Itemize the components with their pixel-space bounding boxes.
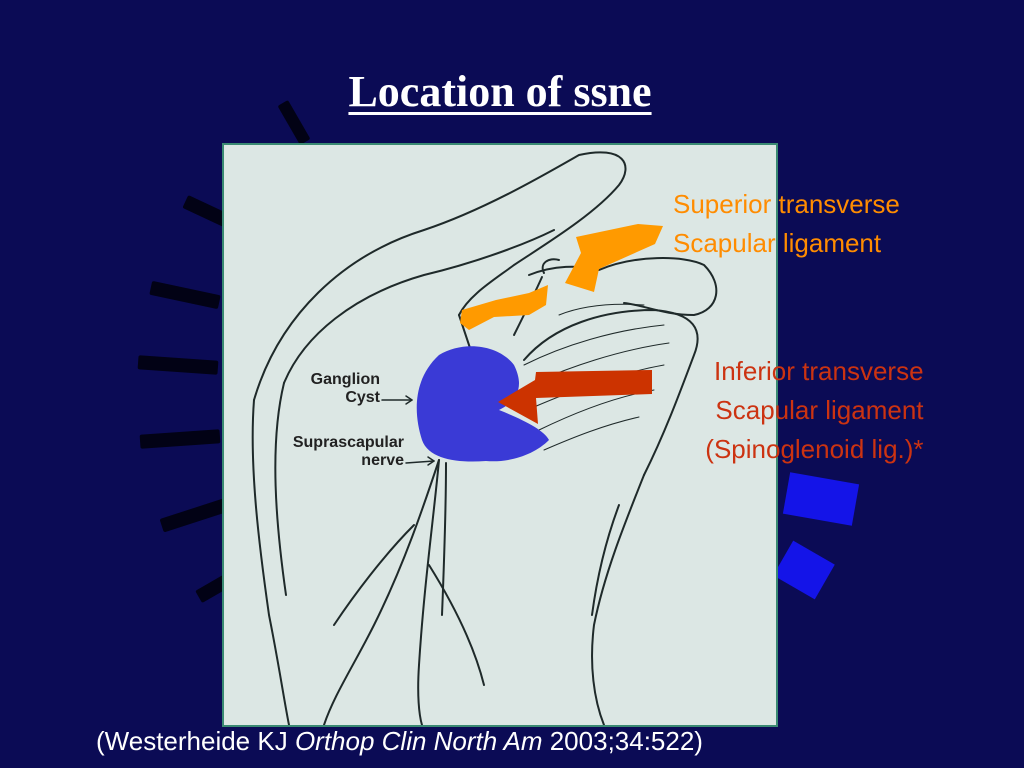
nerve-label-line1: Suprascapular bbox=[292, 434, 404, 451]
superior-callout-line2: Scapular ligament bbox=[673, 228, 882, 258]
suprascapular-nerve-label: Suprascapular nerve bbox=[262, 434, 404, 470]
citation: (Westerheide KJ Orthop Clin North Am 200… bbox=[96, 726, 703, 757]
background-blue-block bbox=[782, 472, 860, 526]
shoulder-anatomy-figure: Ganglion Cyst Suprascapular nerve bbox=[222, 143, 778, 727]
inferior-callout-line2: Scapular ligament bbox=[715, 395, 924, 425]
citation-journal: Orthop Clin North Am bbox=[294, 726, 543, 756]
background-dash bbox=[139, 429, 221, 449]
ganglion-cyst-label: Ganglion Cyst bbox=[296, 371, 380, 407]
superior-ligament-highlight bbox=[460, 285, 548, 330]
background-dash bbox=[137, 355, 219, 375]
inferior-callout-line3: (Spinoglenoid lig.)* bbox=[705, 434, 924, 464]
background-dash bbox=[159, 497, 231, 533]
nerve-label-line2: nerve bbox=[361, 452, 404, 469]
slide-title: Location of ssne bbox=[348, 67, 652, 116]
inferior-callout-line1: Inferior transverse bbox=[714, 356, 924, 386]
inferior-ligament-callout: Inferior transverse Scapular ligament (S… bbox=[694, 352, 924, 469]
superior-ligament-callout: Superior transverse Scapular ligament bbox=[673, 185, 900, 263]
citation-details: 2003;34:522) bbox=[542, 726, 703, 756]
ganglion-label-line2: Cyst bbox=[345, 389, 380, 406]
background-dash bbox=[149, 280, 221, 310]
background-blue-block bbox=[773, 540, 835, 600]
superior-callout-line1: Superior transverse bbox=[673, 189, 900, 219]
ganglion-label-line1: Ganglion bbox=[310, 371, 380, 388]
citation-author: (Westerheide KJ bbox=[96, 726, 295, 756]
ganglion-cyst bbox=[416, 346, 549, 462]
